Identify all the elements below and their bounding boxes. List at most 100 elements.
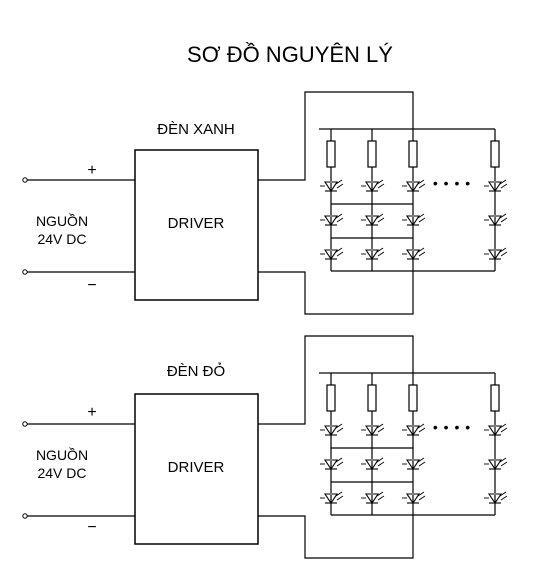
led-triangle <box>364 459 380 470</box>
led-icon <box>361 213 385 226</box>
led-triangle <box>323 249 339 260</box>
led-light-arrow <box>500 427 508 433</box>
led-triangle <box>405 493 421 504</box>
led-icon <box>484 247 508 260</box>
led-triangle <box>405 459 421 470</box>
led-light-arrow <box>335 423 343 429</box>
led-icon <box>361 247 385 260</box>
driver-label: DRIVER <box>168 459 225 476</box>
led-block-green: ĐÈN XANH NGUỒN 24V DC DRIVER + − • • • • <box>22 91 508 315</box>
minus-sign: − <box>87 277 96 294</box>
led-column <box>402 129 426 271</box>
led-light-arrow <box>418 427 426 433</box>
terminal-positive <box>22 421 28 427</box>
resistor-icon <box>326 384 336 412</box>
led-icon <box>320 423 344 436</box>
led-triangle <box>405 249 421 260</box>
led-icon <box>361 423 385 436</box>
plus-sign: + <box>87 404 96 421</box>
led-light-arrow <box>377 251 385 257</box>
output-wire-positive <box>258 335 414 425</box>
led-light-arrow <box>500 495 508 501</box>
block-wiring <box>22 91 508 315</box>
led-light-arrow <box>499 179 507 185</box>
led-light-arrow <box>417 179 425 185</box>
led-column <box>484 129 508 271</box>
led-light-arrow <box>376 179 384 185</box>
led-light-arrow <box>336 461 344 467</box>
led-column <box>320 129 344 271</box>
led-light-arrow <box>417 423 425 429</box>
led-light-arrow <box>336 251 344 257</box>
led-triangle <box>487 459 503 470</box>
resistor-icon <box>367 384 377 412</box>
led-column <box>361 373 385 515</box>
led-light-arrow <box>336 183 344 189</box>
led-light-arrow <box>336 495 344 501</box>
led-icon <box>320 213 344 226</box>
led-light-arrow <box>500 217 508 223</box>
led-light-arrow <box>335 491 343 497</box>
led-light-arrow <box>376 457 384 463</box>
led-icon <box>484 213 508 226</box>
led-light-arrow <box>376 247 384 253</box>
led-icon <box>402 491 426 504</box>
led-light-arrow <box>499 423 507 429</box>
led-light-arrow <box>335 213 343 219</box>
led-triangle <box>323 459 339 470</box>
led-light-arrow <box>377 183 385 189</box>
led-triangle <box>405 181 421 192</box>
source-label: NGUỒN <box>36 212 88 229</box>
led-light-arrow <box>376 213 384 219</box>
led-light-arrow <box>500 251 508 257</box>
led-icon <box>402 247 426 260</box>
led-triangle <box>323 215 339 226</box>
led-light-arrow <box>376 491 384 497</box>
source-voltage-label: 24V DC <box>37 465 86 481</box>
led-triangle <box>323 181 339 192</box>
led-triangle <box>364 493 380 504</box>
led-light-arrow <box>336 217 344 223</box>
resistor-icon <box>490 384 500 412</box>
led-light-arrow <box>499 491 507 497</box>
led-light-arrow <box>418 495 426 501</box>
led-triangle <box>405 425 421 436</box>
terminal-positive <box>22 177 28 183</box>
output-wire-positive <box>258 91 414 181</box>
led-icon <box>361 179 385 192</box>
output-wire-negative <box>258 271 414 315</box>
led-triangle <box>405 215 421 226</box>
led-icon <box>402 179 426 192</box>
minus-sign: − <box>87 519 96 536</box>
led-light-arrow <box>377 427 385 433</box>
led-icon <box>484 457 508 470</box>
led-column <box>484 373 508 515</box>
led-light-arrow <box>377 217 385 223</box>
led-icon <box>320 179 344 192</box>
led-light-arrow <box>499 247 507 253</box>
led-column <box>320 373 344 515</box>
source-label: NGUỒN <box>36 446 88 463</box>
led-light-arrow <box>500 461 508 467</box>
led-light-arrow <box>335 457 343 463</box>
resistor-icon <box>326 140 336 168</box>
led-icon <box>320 491 344 504</box>
led-light-arrow <box>418 217 426 223</box>
led-triangle <box>364 181 380 192</box>
led-light-arrow <box>336 427 344 433</box>
led-light-arrow <box>335 247 343 253</box>
led-light-arrow <box>377 461 385 467</box>
led-triangle <box>487 493 503 504</box>
led-light-arrow <box>418 183 426 189</box>
led-light-arrow <box>499 457 507 463</box>
led-triangle <box>364 215 380 226</box>
led-icon <box>320 457 344 470</box>
block-title: ĐÈN XANH <box>157 121 235 138</box>
led-triangle <box>323 493 339 504</box>
diagram-title: SƠ ĐỒ NGUYÊN LÝ <box>187 42 393 67</box>
resistor-icon <box>408 140 418 168</box>
output-wire-negative <box>258 515 414 559</box>
led-icon <box>402 213 426 226</box>
terminal-negative <box>22 269 28 275</box>
